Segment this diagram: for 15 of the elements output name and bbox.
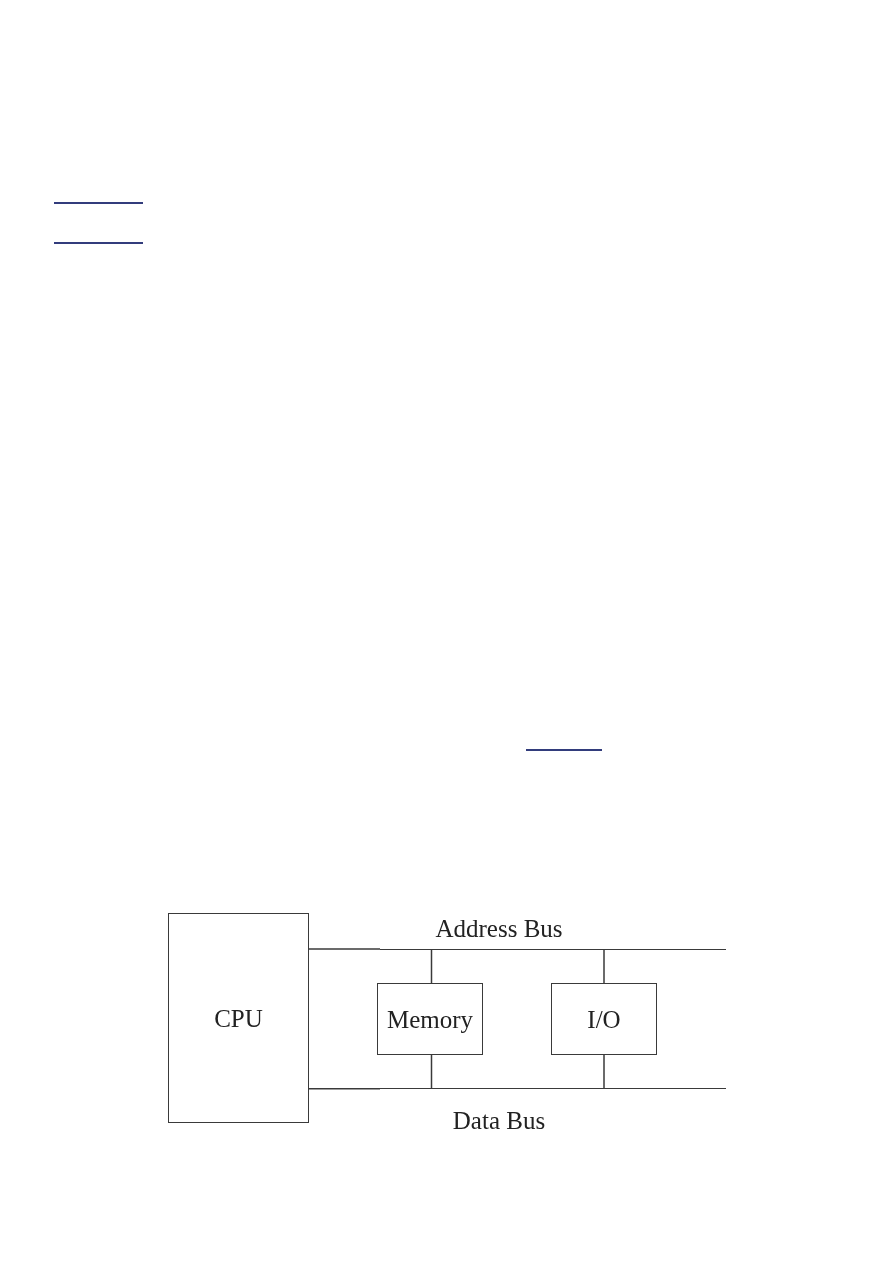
connector-line (308, 1088, 381, 1090)
box-label: CPU (214, 1005, 263, 1031)
bus-line (380, 1088, 726, 1132)
connector-line (603, 949, 605, 984)
bus-label: Data Bus (452, 1108, 546, 1133)
bus-label: Address Bus (435, 916, 563, 941)
connector-line (430, 1054, 433, 1089)
component-box (377, 983, 483, 1055)
connector-line (603, 1054, 605, 1089)
connector-line (430, 949, 433, 984)
box-label: I/O (587, 1006, 621, 1032)
box-label: Memory (386, 1006, 474, 1032)
component-box (551, 983, 657, 1055)
component-box (168, 913, 309, 1123)
connector-line (308, 948, 381, 950)
